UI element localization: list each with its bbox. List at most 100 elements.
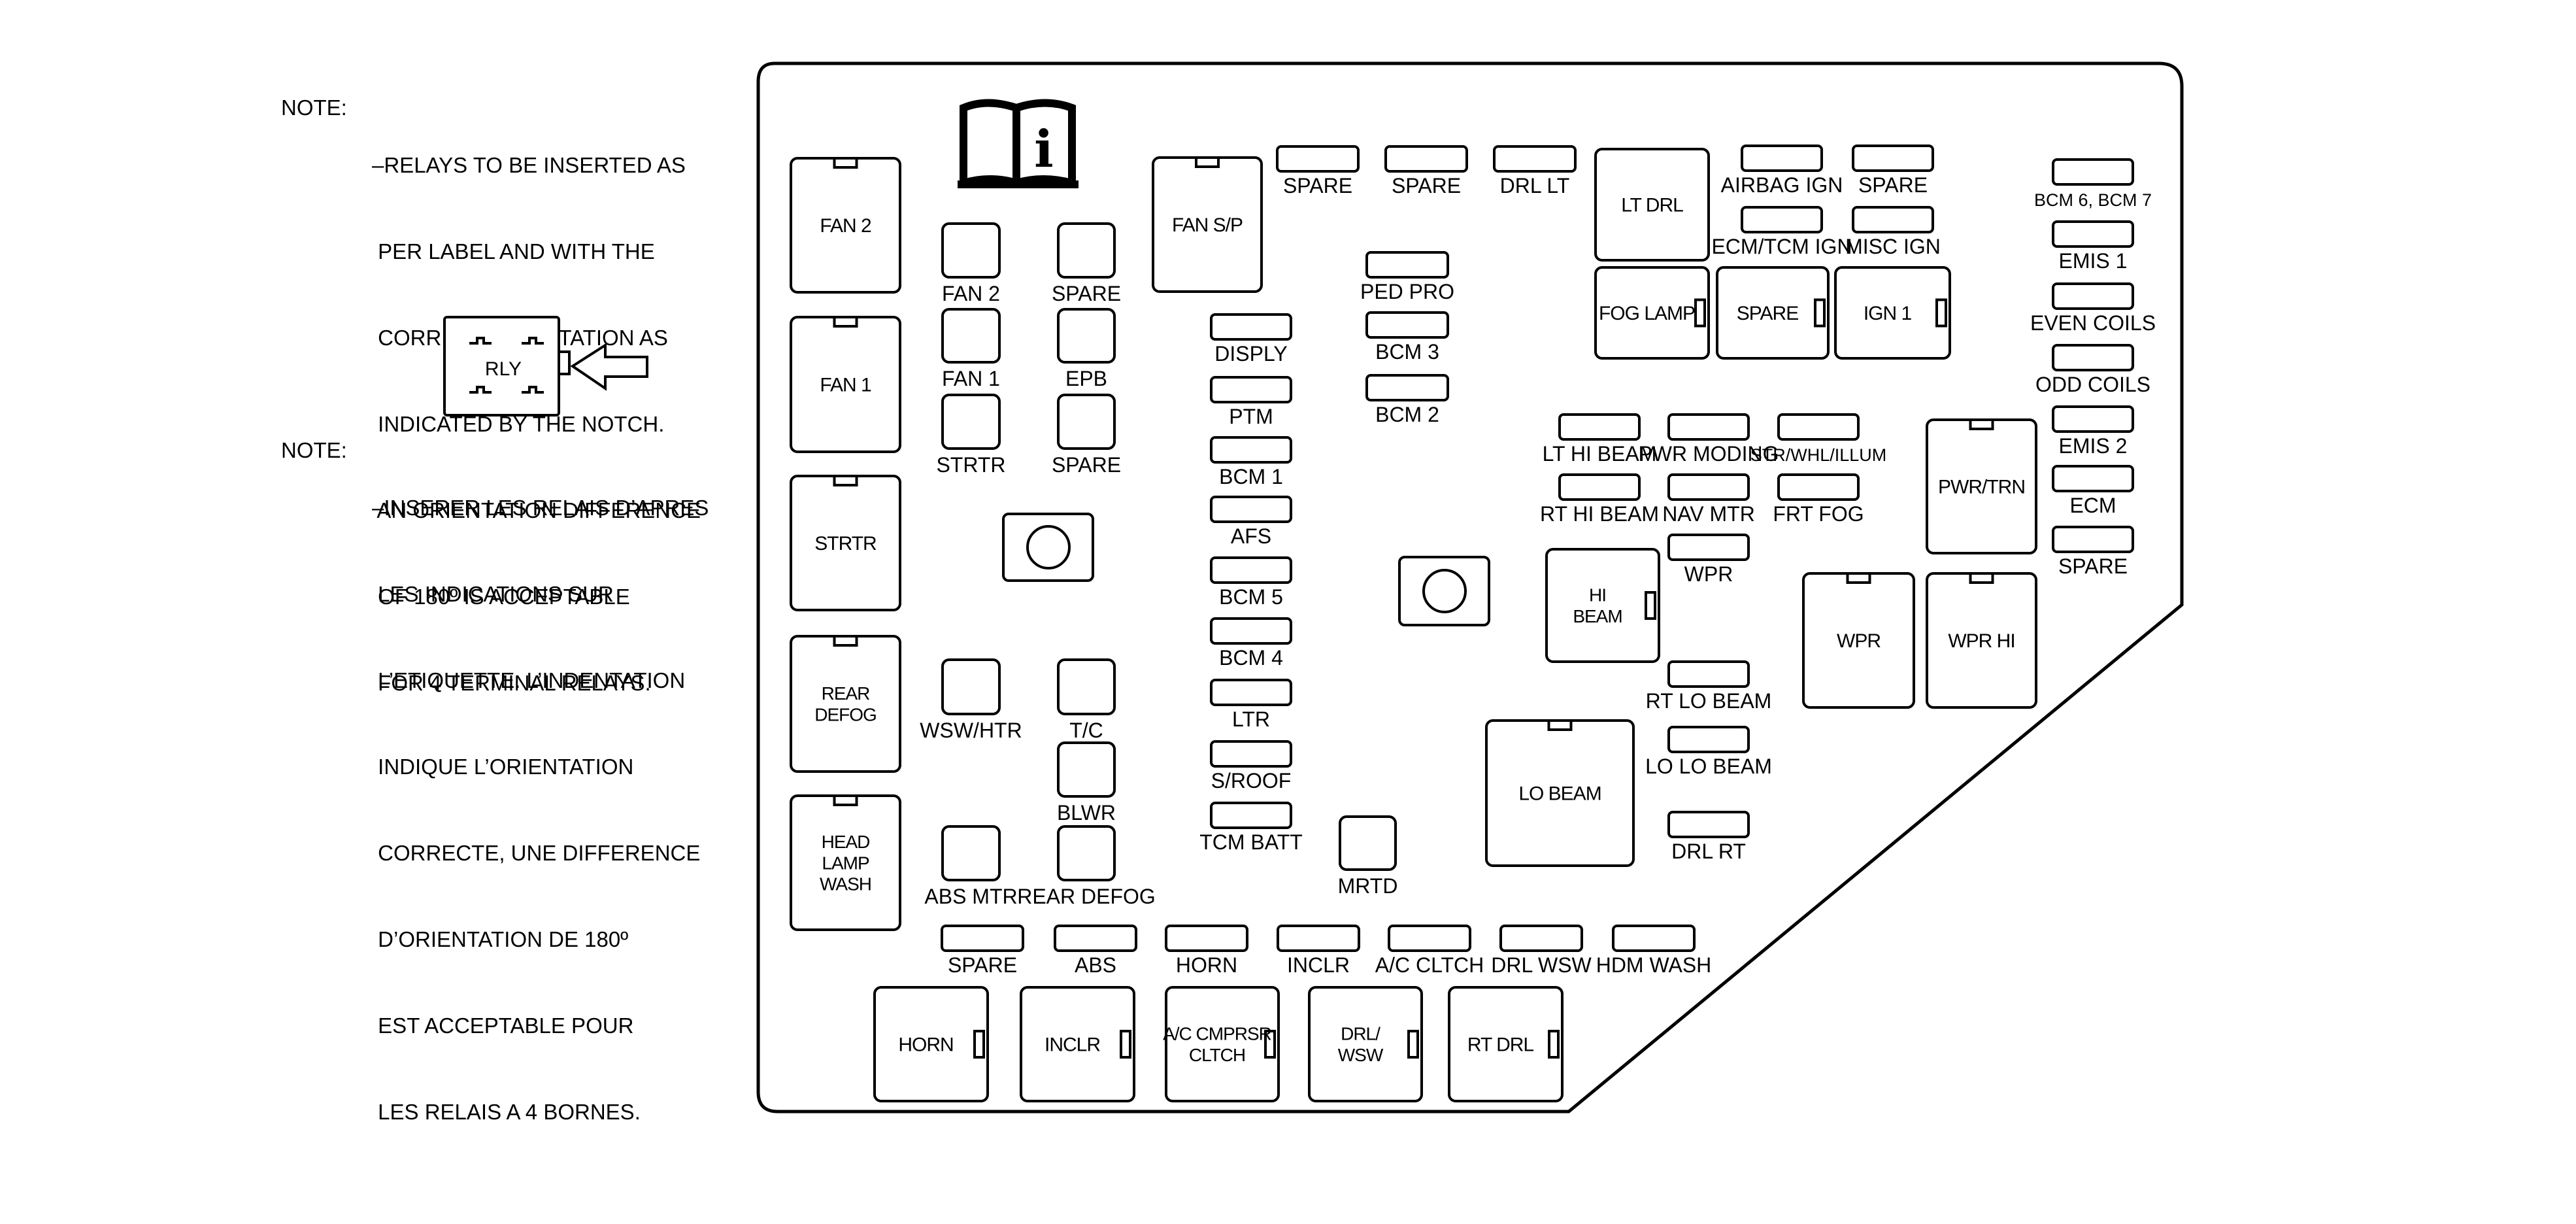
inclr-relay-label: INCLR <box>1045 1034 1100 1056</box>
note-french-line: INDIQUE L’ORIENTATION <box>372 755 634 779</box>
bcm6-bcm7-fuse: BCM 6, BCM 7 <box>2034 158 2152 210</box>
tc-fuse-body <box>1057 658 1116 715</box>
emis1-fuse-label: EMIS 1 <box>2059 249 2128 273</box>
strtr-fuse-label: STRTR <box>936 453 1005 477</box>
wpr-relay-label: WPR <box>1837 630 1881 652</box>
bcm2-fuse: BCM 2 <box>1365 374 1449 426</box>
misc-ign-fuse: MISC IGN <box>1845 206 1941 258</box>
wpr-fuse-body <box>1667 534 1750 561</box>
emis2-fuse-body <box>2052 405 2134 433</box>
rt-hi-beam-fuse-body <box>1558 473 1641 501</box>
drl-rt-fuse-body <box>1667 811 1750 838</box>
note-french-line: L’ETIQUETTE. L’INDENTATION <box>372 668 686 692</box>
bcm5-fuse: BCM 5 <box>1210 556 1292 609</box>
fan1-fuse: FAN 1 <box>941 308 1001 390</box>
airbag-ign-fuse-body <box>1741 144 1823 172</box>
inclr-relay-notch <box>1120 1030 1131 1059</box>
note-english-line: OF 180º IS ACCEPTABLE <box>372 585 630 609</box>
drl-wsw-relay-body <box>1308 986 1423 1102</box>
wsw-htr-fuse-body <box>941 658 1001 715</box>
inclr-fuse-label: INCLR <box>1287 953 1350 977</box>
ign1-relay-label: IGN 1 <box>1864 303 1912 324</box>
spare-relay-body <box>1716 266 1830 360</box>
spare-mini-3-label: SPARE <box>1858 173 1928 197</box>
spare-mini-5: SPARE <box>941 925 1024 977</box>
airbag-ign-fuse: AIRBAG IGN <box>1721 144 1843 197</box>
lo-beam-relay: LO BEAM <box>1485 719 1635 867</box>
bcm3-fuse: BCM 3 <box>1365 311 1449 364</box>
bcm2-fuse-body <box>1365 374 1449 401</box>
fan1-fuse-label: FAN 1 <box>942 367 1000 390</box>
afs-fuse-body <box>1210 496 1292 523</box>
spare-jcase-1-label: SPARE <box>1052 282 1121 305</box>
lt-drl-relay: LT DRL <box>1594 148 1710 262</box>
ltr-fuse-body <box>1210 679 1292 706</box>
drl-wsw-fuse-body <box>1499 925 1583 952</box>
spare-mini-4: SPARE <box>2052 526 2134 578</box>
odd-coils-fuse-body <box>2052 344 2134 371</box>
fan-sp-relay-notch <box>1195 156 1220 168</box>
fan1-relay: FAN 1 <box>790 316 901 453</box>
fan1-relay-label: FAN 1 <box>820 375 871 396</box>
wpr-hi-relay-label: WPR HI <box>1948 630 2015 652</box>
spare-mini-1-label: SPARE <box>1283 174 1352 197</box>
rt-lo-beam-fuse-label: RT LO BEAM <box>1646 689 1772 713</box>
ped-pro-fuse-body <box>1365 251 1449 279</box>
inclr-relay-body <box>1020 986 1135 1102</box>
lt-hi-beam-fuse-label: LT HI BEAM <box>1543 442 1657 466</box>
note-french-line: EST ACCEPTABLE POUR <box>372 1013 634 1038</box>
fan2-relay-label: FAN 2 <box>820 215 871 237</box>
ign1-relay-notch <box>1935 298 1947 328</box>
mounting-boss-center <box>1398 556 1490 626</box>
emis2-fuse: EMIS 2 <box>2052 405 2134 458</box>
horn-fuse-body <box>1165 925 1248 952</box>
spare-mini-2-label: SPARE <box>1392 174 1461 197</box>
strtr-fuse-body <box>941 394 1001 450</box>
sroof-fuse-label: S/ROOF <box>1211 769 1292 792</box>
fog-lamp-relay: FOG LAMP <box>1594 266 1710 360</box>
strtr-fuse: STRTR <box>936 394 1006 477</box>
bcm1-fuse: BCM 1 <box>1210 436 1292 488</box>
fan1-fuse-body <box>941 308 1001 364</box>
even-coils-fuse: EVEN COILS <box>2030 282 2156 335</box>
horn-fuse: HORN <box>1165 925 1248 977</box>
wsw-htr-fuse-label: WSW/HTR <box>920 719 1022 742</box>
mrtd-fuse: MRTD <box>1338 815 1397 898</box>
fuse-block-outline <box>756 61 2184 1114</box>
hdm-wash-fuse: HDM WASH <box>1596 925 1711 977</box>
afs-fuse-label: AFS <box>1231 524 1271 548</box>
drl-wsw-fuse-label: DRL WSW <box>1491 953 1592 977</box>
lo-lo-beam-fuse-label: LO LO BEAM <box>1645 755 1772 778</box>
note-english-lead: NOTE: <box>281 95 347 120</box>
note-english-body: –RELAYS TO BE INSERTED AS PER LABEL AND … <box>372 94 701 755</box>
bcm1-fuse-label: BCM 1 <box>1219 465 1283 488</box>
drl-lt-fuse-body <box>1493 145 1577 173</box>
wpr-hi-relay-notch <box>1969 572 1994 584</box>
note-french-line: D’ORIENTATION DE 180º <box>372 927 629 951</box>
head-lamp-wash-relay-notch <box>833 794 858 806</box>
ac-clutch-fuse-label: A/C CLTCH <box>1375 953 1484 977</box>
drl-wsw-relay-label: DRL/WSW <box>1338 1024 1384 1065</box>
horn-relay-label: HORN <box>898 1034 953 1056</box>
rt-hi-beam-fuse: RT HI BEAM <box>1540 473 1659 526</box>
strtr-relay-label: STRTR <box>814 533 877 554</box>
abs-fuse: ABS <box>1054 925 1137 977</box>
pwr-moding-fuse-label: PWR MODING <box>1638 442 1779 466</box>
frt-fog-fuse-label: FRT FOG <box>1773 502 1864 526</box>
horn-relay-body <box>873 986 989 1102</box>
bcm6-bcm7-fuse-label: BCM 6, BCM 7 <box>2034 190 2152 210</box>
note-english-line: FOR 4 TERMINAL RELAYS. <box>372 671 651 695</box>
frt-fog-fuse: FRT FOG <box>1773 473 1864 526</box>
note-french-lead: NOTE: <box>281 438 347 462</box>
bcm4-fuse-body <box>1210 617 1292 645</box>
disply-fuse-body <box>1210 313 1292 341</box>
tcm-batt-fuse-label: TCM BATT <box>1199 830 1303 854</box>
even-coils-fuse-label: EVEN COILS <box>2030 311 2156 335</box>
note-english-line: AN ORIENTATION DIFFERENCE <box>372 498 701 522</box>
spare-mini-5-body <box>941 925 1024 952</box>
